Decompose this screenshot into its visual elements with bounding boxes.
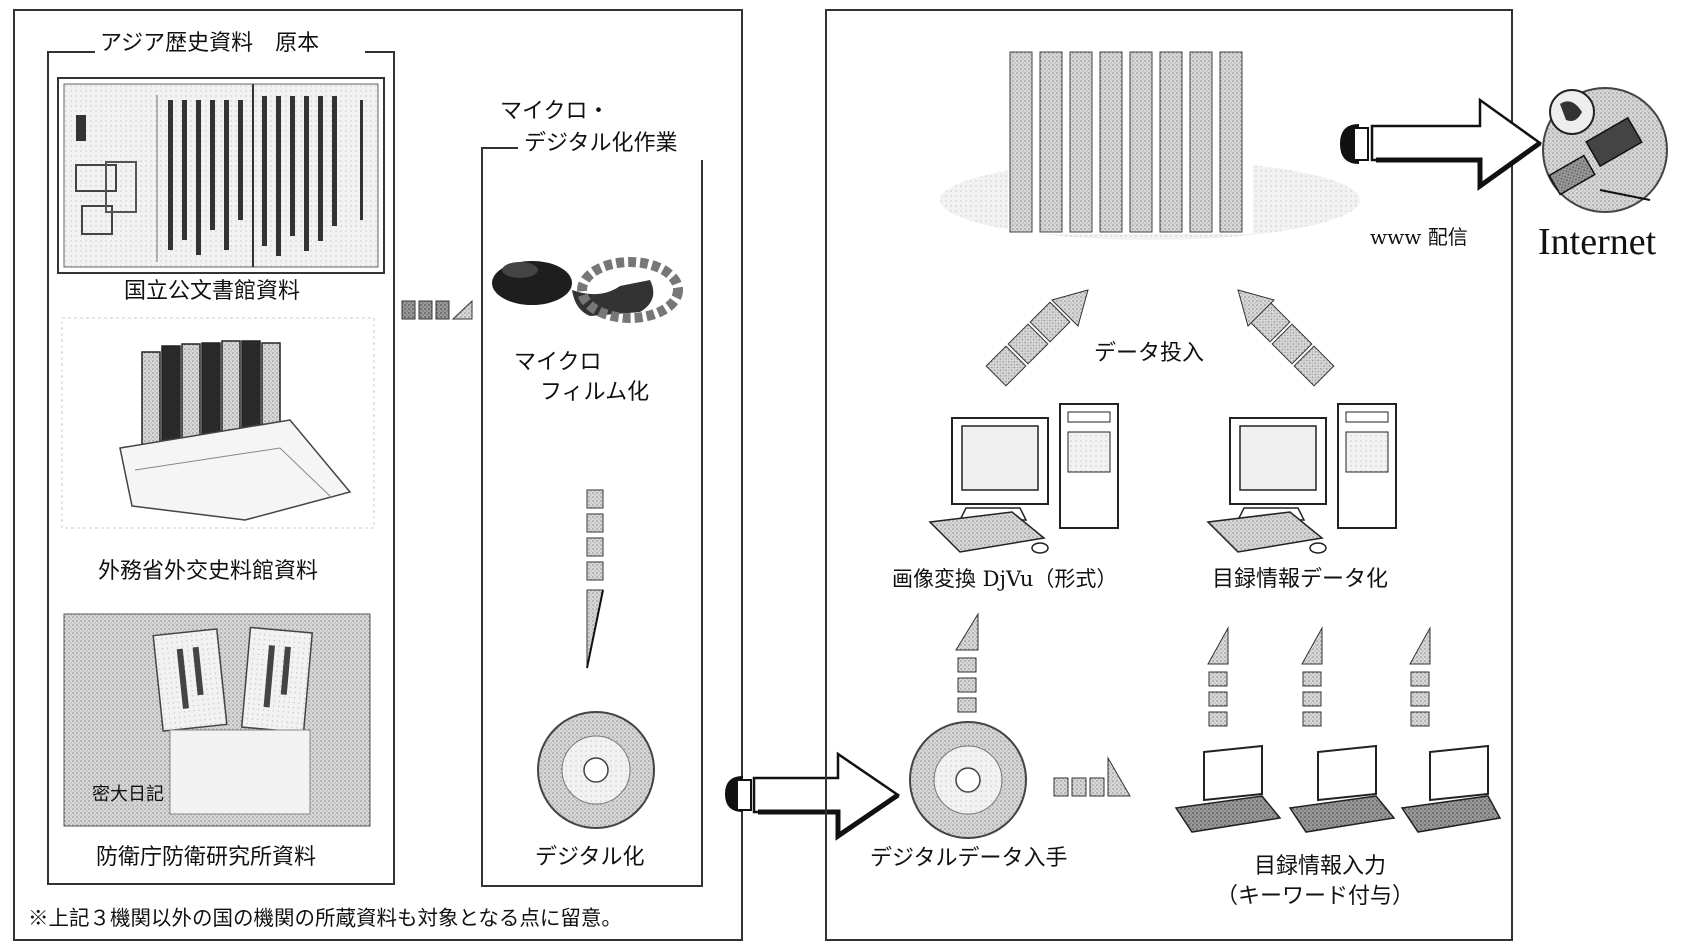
right-panel-frame (825, 9, 1513, 941)
foreign-ministry-label: 外務省外交史料館資料 (98, 559, 318, 584)
satellite-globe-icon (1542, 87, 1668, 213)
cd-disc-icon (537, 711, 655, 829)
national-archives-label: 国立公文書館資料 (124, 279, 300, 304)
digitization-step-label: デジタル化 (535, 845, 645, 870)
defense-research-photo-image (63, 613, 371, 827)
laptop-up-arrows (1207, 626, 1431, 727)
internet-label: Internet (1538, 221, 1657, 263)
digital-data-label: デジタルデータ入手 (870, 846, 1068, 871)
digital-data-cd-icon (909, 721, 1027, 839)
laptop-icon-2 (1288, 744, 1396, 833)
left-panel-frame (13, 9, 743, 941)
data-input-arrow-right (1237, 289, 1335, 387)
originals-header: アジア歴史資料 原本 (100, 31, 319, 56)
process-title-line1: マイクロ・ (500, 99, 610, 124)
microfilm-reel-icon (492, 257, 683, 323)
originals-header-bg (95, 36, 365, 62)
originals-to-process-arrow (401, 299, 473, 320)
catalog-input-line1: 目録情報入力 (1254, 854, 1386, 879)
image-conversion-label: 画像変換 DjVu（形式） (892, 567, 1117, 591)
cd-to-laptops-arrow (1053, 756, 1131, 797)
www-distribution-arrow (1340, 97, 1543, 191)
desktop-computer-right-icon (1206, 403, 1397, 554)
microfilm-to-digital-arrow (586, 489, 604, 669)
microfilm-step-line1: マイクロ (514, 350, 602, 375)
catalog-data-label: 目録情報データ化 (1212, 567, 1388, 592)
catalog-input-line2: （キーワード付与） (1216, 884, 1414, 909)
www-label: www 配信 (1370, 225, 1468, 249)
laptop-icon-1 (1174, 744, 1282, 833)
transfer-to-right-panel-arrow (725, 751, 901, 841)
data-input-label: データ投入 (1094, 341, 1204, 366)
defense-research-label: 防衛庁防衛研究所資料 (96, 845, 316, 870)
scope-note: ※上記３機関以外の国の機関の所蔵資料も対象となる点に留意。 (28, 906, 622, 930)
defense-photo-caption: 密大日記 (92, 784, 164, 805)
server-icon (940, 48, 1360, 240)
process-title-line2: デジタル化作業 (524, 131, 678, 156)
foreign-ministry-binders-image (61, 317, 375, 529)
cd-to-conversion-arrow (955, 612, 979, 713)
process-title-bg (518, 136, 704, 160)
microfilm-step-line2: フィルム化 (540, 380, 649, 405)
national-archives-document-image (57, 77, 385, 274)
data-input-arrow-left (985, 289, 1089, 387)
desktop-computer-left-icon (928, 403, 1119, 554)
laptop-icon-3 (1400, 744, 1502, 833)
